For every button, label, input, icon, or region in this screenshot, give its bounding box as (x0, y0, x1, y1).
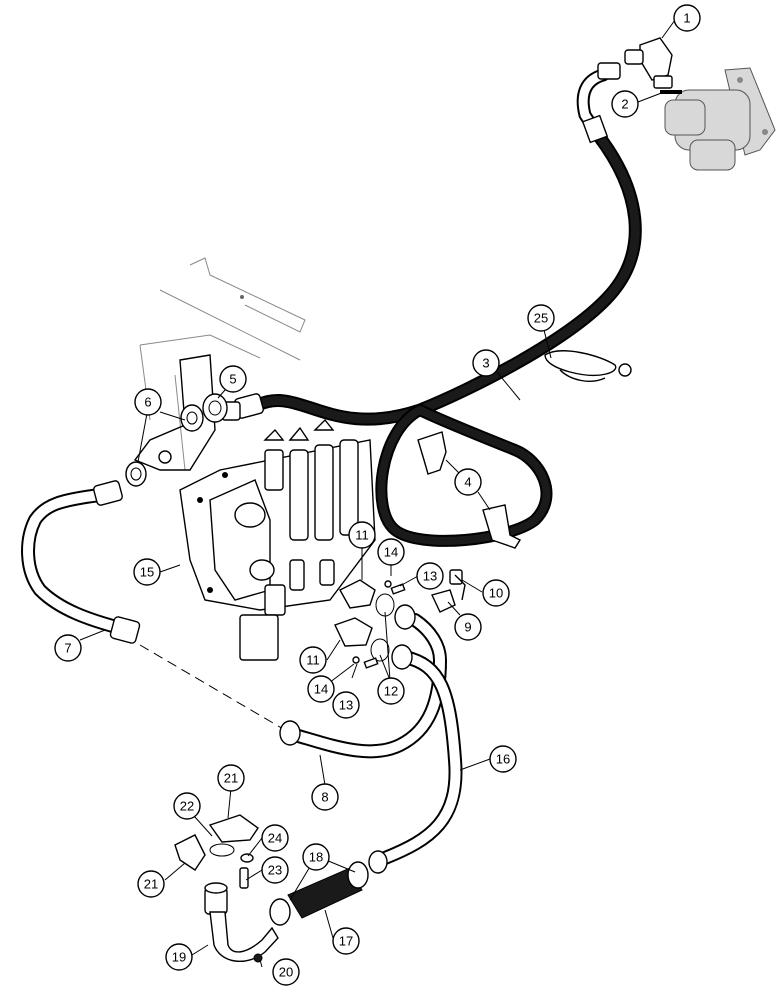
svg-text:16: 16 (496, 752, 510, 767)
svg-text:9: 9 (464, 620, 471, 635)
svg-text:11: 11 (355, 528, 369, 543)
callout-14-upper: 14 (377, 538, 405, 566)
callout-21-lower: 21 (137, 870, 165, 898)
callout-10: 10 (482, 579, 510, 607)
svg-text:1: 1 (683, 11, 690, 26)
return-hose-loop (375, 404, 553, 547)
hose-clamp (417, 431, 522, 549)
callout-6: 6 (134, 388, 162, 416)
svg-text:6: 6 (144, 395, 151, 410)
callout-16: 16 (489, 745, 517, 773)
svg-text:25: 25 (534, 311, 548, 326)
svg-text:8: 8 (321, 790, 328, 805)
svg-text:5: 5 (229, 372, 236, 387)
svg-text:21: 21 (144, 877, 158, 892)
callout-13-lower: 13 (332, 691, 360, 719)
suction-flange (174, 814, 259, 889)
svg-text:10: 10 (489, 586, 503, 601)
hydraulic-pump (664, 67, 776, 171)
callout-19: 19 (165, 943, 193, 971)
callout-2: 2 (611, 90, 639, 118)
callout-1: 1 (673, 4, 701, 32)
svg-text:14: 14 (384, 545, 398, 560)
suction-fitting (204, 882, 279, 963)
callout-13-upper: 13 (416, 562, 444, 590)
tube-return (378, 644, 463, 865)
tie-strap (544, 350, 632, 382)
callout-18: 18 (302, 843, 330, 871)
callout-11-upper: 11 (348, 521, 376, 549)
svg-text:17: 17 (339, 934, 353, 949)
svg-text:4: 4 (464, 475, 471, 490)
callout-22: 22 (173, 792, 201, 820)
callout-17: 17 (332, 927, 360, 955)
svg-text:2: 2 (621, 97, 628, 112)
callout-21-upper: 21 (217, 764, 245, 792)
callout-20: 20 (272, 958, 300, 986)
chassis-outline (133, 257, 306, 471)
suction-hose (269, 850, 388, 926)
tee-fitting (431, 569, 466, 613)
svg-text:21: 21 (224, 771, 238, 786)
alignment-dash (139, 644, 286, 731)
callouts: 1 2 3 4 5 6 7 8 9 10 11 11 12 13 13 14 1… (54, 4, 701, 986)
flange-clamps (334, 579, 406, 669)
svg-text:19: 19 (172, 950, 186, 965)
callout-8: 8 (311, 783, 339, 811)
svg-text:7: 7 (64, 641, 71, 656)
svg-text:13: 13 (423, 569, 437, 584)
callout-11-lower: 11 (299, 646, 327, 674)
control-valve (179, 418, 376, 661)
svg-text:13: 13 (339, 698, 353, 713)
svg-text:11: 11 (306, 653, 320, 668)
valve-port-fittings (125, 393, 228, 487)
elbow-fitting (624, 37, 682, 94)
callout-23: 23 (261, 856, 289, 884)
svg-text:18: 18 (309, 850, 323, 865)
callout-25: 25 (527, 304, 555, 332)
callout-12: 12 (377, 677, 405, 705)
svg-text:20: 20 (279, 965, 293, 980)
svg-text:22: 22 (180, 799, 194, 814)
callout-7: 7 (54, 634, 82, 662)
tube-left-loop (21, 480, 141, 644)
svg-text:23: 23 (268, 863, 282, 878)
callout-14-lower: 14 (307, 675, 335, 703)
svg-text:15: 15 (140, 565, 154, 580)
tube-lower (279, 604, 447, 759)
svg-text:12: 12 (384, 684, 398, 699)
svg-text:24: 24 (268, 831, 282, 846)
callout-4: 4 (454, 468, 482, 496)
callout-15: 15 (133, 558, 161, 586)
svg-text:14: 14 (314, 682, 328, 697)
svg-text:3: 3 (482, 356, 489, 371)
pressure-hose (221, 62, 642, 426)
callout-24: 24 (261, 824, 289, 852)
callout-9: 9 (454, 613, 482, 641)
callout-5: 5 (219, 365, 247, 393)
callout-3: 3 (472, 349, 500, 377)
